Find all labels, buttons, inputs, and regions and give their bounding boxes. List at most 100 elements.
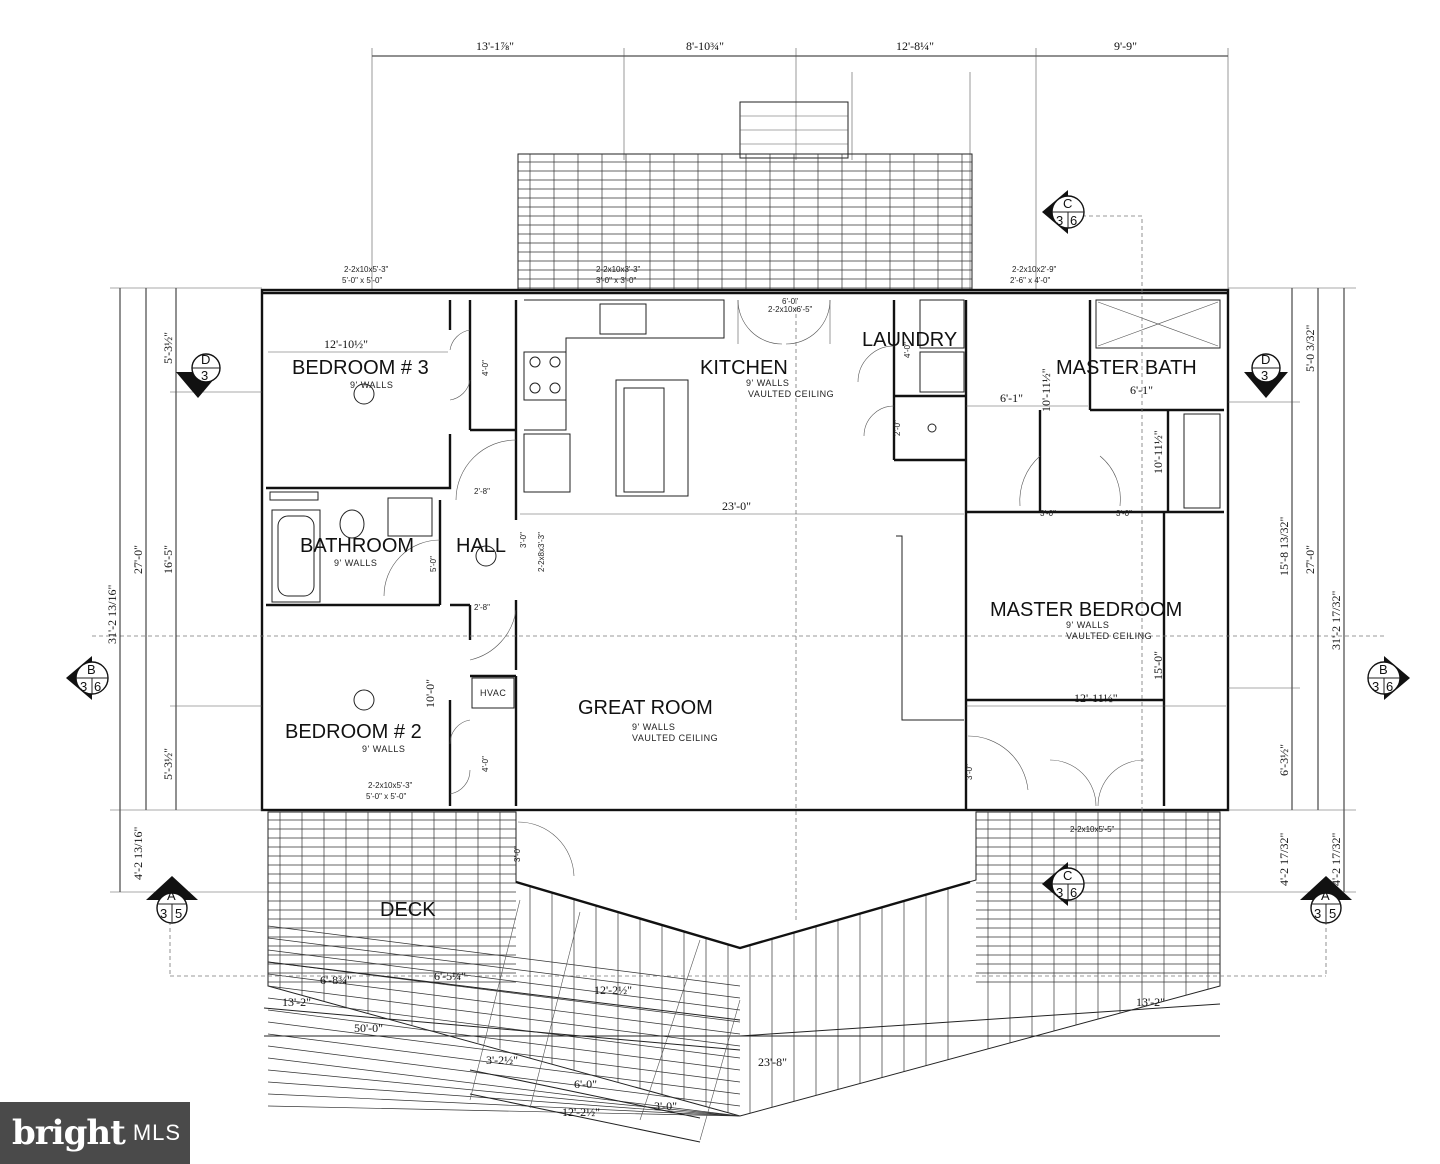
label-master-bedroom: MASTER BEDROOM [990,599,1182,621]
note-bath-walls: 9' WALLS [334,558,377,568]
dim-left-2: 27'-0" [131,545,145,574]
mark-c-bottom-num: 3 [1056,885,1063,900]
dim-top-1: 13'-1⅞" [476,39,514,53]
header-top-mid: 2-2x10x3'-3" [596,265,641,274]
mark-b-right-num2: 6 [1386,679,1393,694]
mark-d-right-num: 3 [1261,368,1268,383]
deck-board [267,1021,741,1083]
dim-door-6-0: 6'-0" [782,297,798,306]
mark-a-right-num2: 5 [1329,906,1336,921]
mark-a-left-num: 3 [160,906,167,921]
dim-bottom-6-8: 6'-8¾" [320,973,352,987]
dim-door-2-8a: 2'-8" [474,487,490,496]
label-laundry: LAUNDRY [862,329,957,351]
deck-board [267,1105,741,1117]
dim-door-3-0c: 3'-0" [965,764,974,780]
mark-a-right-letter: A [1321,888,1330,903]
mark-d-right-letter: D [1261,352,1270,367]
section-mark-b-right: B 3 6 [1367,656,1410,700]
dim-bottom-3-2: 3'-2½" [486,1053,518,1067]
deck-board [267,997,741,1059]
logo-suffix: MLS [132,1120,182,1145]
section-lines [92,215,1384,977]
top-dimension-chain: 13'-1⅞" 8'-10¾" 12'-8¼" 9'-9" [371,39,1229,290]
deck-board [267,973,741,1035]
header-top-left: 2-2x10x5'-3" [344,265,389,274]
section-mark-a-left: A 3 5 [146,876,198,924]
header-notes: 2-2x10x5'-3" 5'-0" x 5'-0" 2-2x10x3'-3" … [342,265,1115,834]
room-labels: BEDROOM # 3 9' WALLS KITCHEN 9' WALLS VA… [285,329,1197,921]
deck-board [267,985,741,1047]
mark-d-left-num: 3 [201,368,208,383]
dim-door-3-0b: 3'-0" [1116,509,1132,518]
mark-b-left-num: 3 [80,679,87,694]
header-top-mid-size: 3'-0" x 3'-0" [596,276,636,285]
label-bathroom: BATHROOM [300,535,414,557]
label-bedroom-2: BEDROOM # 2 [285,721,422,743]
dim-mb-10-11: 10'-11½" [1151,430,1165,474]
interior-dimensions: 12'-10½" 23'-0" 6'-1" 10'-11½" 6'-1" 10'… [268,297,1226,862]
mark-a-right-num: 3 [1314,906,1321,921]
dim-mb-6-1: 6'-1" [1130,383,1153,397]
dim-door-5-0: 5'-0" [429,556,438,572]
dim-door-2-8b: 2'-8" [474,603,490,612]
section-mark-c-bottom: C 3 6 [1042,862,1085,906]
bright-mls-logo: bright MLS [0,1102,190,1164]
dim-door-4-0b: 4'-0" [481,756,490,772]
left-dimension-chain: 31'-2 13/16" 27'-0" 16'-5" 5'-3½" 5'-3½"… [105,287,270,893]
label-hall: HALL [456,535,506,557]
bottom-dimension-chain: 6'-8¾" 6'-5¼" 12'-2½" 13'-2" 50'-0" 13'-… [263,899,1221,1143]
dim-right-1: 31'-2 17/32" [1329,591,1343,650]
dim-right-5: 6'-3½" [1277,744,1291,776]
section-mark-d-left: D 3 [176,352,221,398]
dim-left-5: 5'-3½" [161,748,175,780]
dim-left-3: 16'-5" [161,545,175,574]
label-deck: DECK [380,899,436,921]
header-bed2-size: 5'-0" x 5'-0" [366,792,406,801]
mark-c-top-num2: 6 [1070,213,1077,228]
dim-door-2-0: 2'-0" [893,420,902,436]
section-mark-d-right: D 3 [1244,352,1288,398]
mark-c-bottom-num2: 6 [1070,885,1077,900]
mark-c-bottom-letter: C [1063,868,1072,883]
dim-hall-3-0: 3'-0" [519,532,528,548]
interior-walls [266,299,1224,810]
dim-right-3: 15'-8 13/32" [1277,517,1291,576]
dim-bottom-6-5: 6'-5¼" [434,969,466,983]
mark-a-left-num2: 5 [175,906,182,921]
label-bedroom-3: BEDROOM # 3 [292,357,429,379]
rear-deck [517,101,973,291]
dim-laundry-6-1: 6'-1" [1000,391,1023,405]
label-kitchen: KITCHEN [700,357,788,379]
dim-bed3-width: 12'-10½" [324,337,368,351]
dim-door-3-0d: 3'-0" [513,846,522,862]
note-kitchen-walls: 9' WALLS [746,378,789,388]
logo-word: bright [12,1113,126,1153]
deck-board [267,949,741,1011]
header-bed2: 2-2x10x5'-3" [368,781,413,790]
dim-bed2-10: 10'-0" [423,679,437,708]
header-hall: 2-2x8x3'-3" [537,532,546,572]
header-master: 2-2x10x5'-5" [1070,825,1115,834]
dim-top-4: 9'-9" [1114,39,1137,53]
deck-board [267,1069,741,1117]
front-deck [267,811,1221,1117]
dim-bottom-13-2b: 13'-2" [1136,995,1165,1009]
mark-c-top-num: 3 [1056,213,1063,228]
note-great-walls: 9' WALLS [632,722,675,732]
dim-bottom-3-0: 3'-0" [654,1099,677,1113]
deck-board [267,1057,741,1117]
dim-kitchen-width: 23'-0" [722,499,751,513]
header-top-right-size: 2'-6" x 4'-0" [1010,276,1050,285]
label-great-room: GREAT ROOM [578,697,713,719]
note-master-vaulted: VAULTED CEILING [1066,631,1152,641]
dim-master-width: 12'-11½" [1074,691,1118,705]
dim-right-2: 27'-0" [1303,545,1317,574]
deck-board [267,1009,741,1071]
mark-b-right-num: 3 [1372,679,1379,694]
note-master-walls: 9' WALLS [1066,620,1109,630]
header-top-left-size: 5'-0" x 5'-0" [342,276,382,285]
header-top-right: 2-2x10x2'-9" [1012,265,1057,274]
mark-b-left-num2: 6 [94,679,101,694]
